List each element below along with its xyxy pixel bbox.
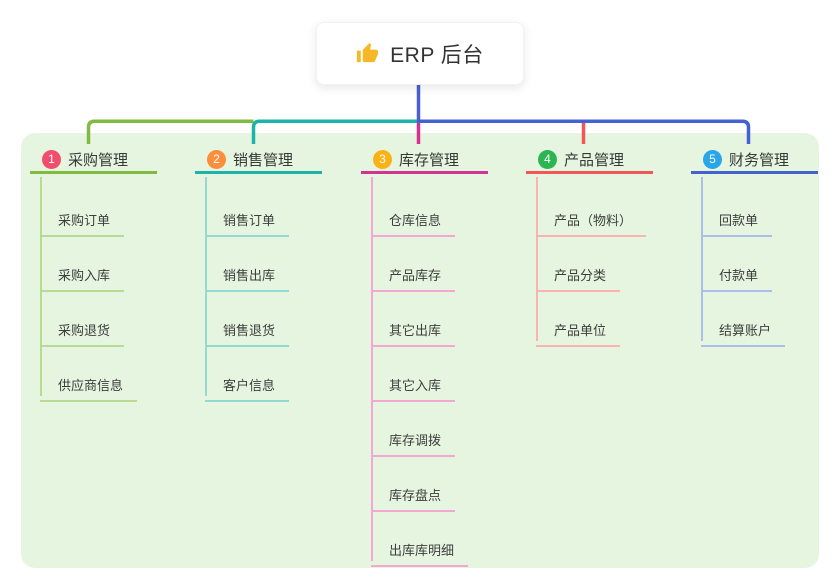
child-node[interactable]: 采购入库 <box>40 258 125 292</box>
branch-title-5[interactable]: 5 财务管理 <box>691 147 818 174</box>
child-node[interactable]: 销售退货 <box>205 313 290 347</box>
branch-badge: 1 <box>42 149 61 169</box>
branch-label: 财务管理 <box>729 151 790 169</box>
child-label: 产品（物料） <box>554 213 633 228</box>
child-node[interactable]: 客户信息 <box>205 368 290 402</box>
child-node[interactable]: 产品（物料） <box>536 203 647 237</box>
child-label: 库存调拨 <box>389 433 442 448</box>
child-node[interactable]: 采购订单 <box>40 203 125 237</box>
branch-badge: 4 <box>538 149 557 169</box>
branch-trunk-line <box>701 177 703 341</box>
child-node[interactable]: 其它入库 <box>371 368 456 402</box>
child-label: 采购退货 <box>58 323 111 338</box>
child-label: 产品分类 <box>554 268 607 283</box>
branch-title-3[interactable]: 3 库存管理 <box>361 147 488 174</box>
child-node[interactable]: 产品库存 <box>371 258 456 292</box>
child-node[interactable]: 供应商信息 <box>40 368 138 402</box>
child-node[interactable]: 采购退货 <box>40 313 125 347</box>
branch-title-2[interactable]: 2 销售管理 <box>195 147 322 174</box>
branch-title-1[interactable]: 1 采购管理 <box>30 147 157 174</box>
child-node[interactable]: 结算账户 <box>701 313 786 347</box>
child-node[interactable]: 销售订单 <box>205 203 290 237</box>
child-label: 采购订单 <box>58 213 111 228</box>
child-node[interactable]: 回款单 <box>701 203 773 237</box>
child-label: 客户信息 <box>223 378 276 393</box>
branch-label: 销售管理 <box>233 151 294 169</box>
child-node[interactable]: 仓库信息 <box>371 203 456 237</box>
branch-label: 采购管理 <box>68 151 129 169</box>
child-node[interactable]: 销售出库 <box>205 258 290 292</box>
branch-badge: 2 <box>207 149 226 169</box>
child-node[interactable]: 库存调拨 <box>371 423 456 457</box>
branch-trunk-line <box>205 177 207 396</box>
child-label: 产品单位 <box>554 323 607 338</box>
root-label: ERP 后台 <box>390 43 484 67</box>
child-node[interactable]: 其它出库 <box>371 313 456 347</box>
branch-badge: 3 <box>373 149 392 169</box>
child-label: 结算账户 <box>719 323 772 338</box>
child-label: 其它出库 <box>389 323 442 338</box>
child-label: 出库库明细 <box>389 543 455 558</box>
branch-label: 库存管理 <box>399 151 460 169</box>
child-label: 库存盘点 <box>389 488 442 503</box>
child-node[interactable]: 产品分类 <box>536 258 621 292</box>
child-label: 销售订单 <box>223 213 276 228</box>
child-node[interactable]: 库存盘点 <box>371 478 456 512</box>
thumbs-up-icon <box>356 42 379 65</box>
child-label: 回款单 <box>719 213 759 228</box>
child-label: 采购入库 <box>58 268 111 283</box>
branch-trunk-line <box>40 177 42 396</box>
child-label: 其它入库 <box>389 378 442 393</box>
child-label: 产品库存 <box>389 268 442 283</box>
branches-panel <box>21 133 819 568</box>
child-label: 销售退货 <box>223 323 276 338</box>
child-label: 供应商信息 <box>58 378 124 393</box>
branch-trunk-line <box>536 177 538 341</box>
child-node[interactable]: 出库库明细 <box>371 533 469 567</box>
child-node[interactable]: 产品单位 <box>536 313 621 347</box>
branch-trunk-line <box>371 177 373 561</box>
child-label: 仓库信息 <box>389 213 442 228</box>
root-node[interactable]: ERP 后台 <box>316 22 524 85</box>
branch-label: 产品管理 <box>564 151 625 169</box>
child-label: 销售出库 <box>223 268 276 283</box>
child-label: 付款单 <box>719 268 759 283</box>
child-node[interactable]: 付款单 <box>701 258 773 292</box>
branch-badge: 5 <box>703 149 722 169</box>
branch-title-4[interactable]: 4 产品管理 <box>526 147 653 174</box>
